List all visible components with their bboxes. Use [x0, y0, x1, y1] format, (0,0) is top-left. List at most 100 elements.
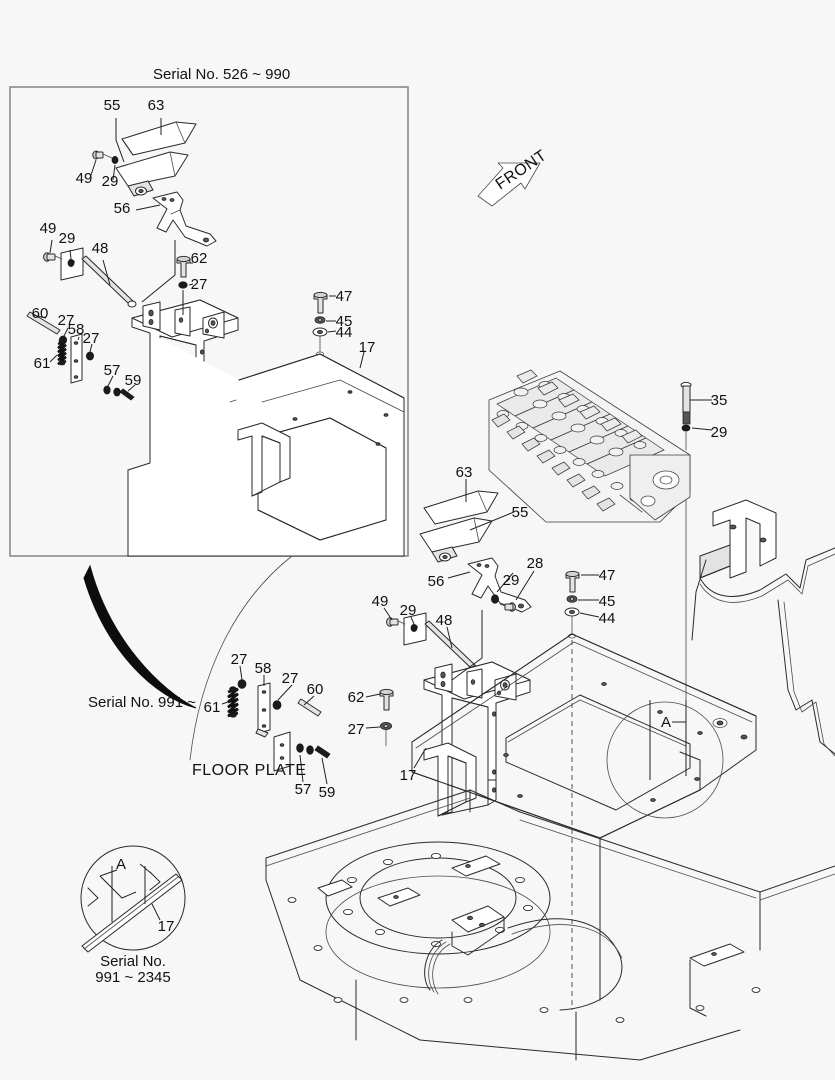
part-47-bolt	[313, 291, 328, 314]
lower-part-57-washers	[296, 743, 314, 755]
lower-linkage-group	[227, 679, 331, 772]
part-56-bracket	[152, 191, 217, 247]
part-number: 56	[114, 200, 131, 217]
part-number: 47	[599, 567, 616, 584]
lower-part-61-spring	[227, 686, 239, 718]
part-number: 57	[104, 362, 121, 379]
part-number: 27	[282, 670, 299, 687]
inset-floor-plate-17	[127, 333, 405, 557]
part-number: 55	[512, 504, 529, 521]
lower-part-60-rod	[297, 698, 322, 717]
part-58-pivot-plate	[70, 333, 83, 384]
part-number: 55	[104, 97, 121, 114]
part-number: 49	[76, 170, 93, 187]
part-29-nut-main	[681, 424, 691, 432]
part-number: 29	[711, 424, 728, 441]
part-number: 59	[125, 372, 142, 389]
part-63-pedal-pad	[121, 121, 197, 156]
detail-caption-line2: 991 ~ 2345	[95, 969, 171, 986]
detail-view-circle	[80, 845, 186, 953]
part-number: 48	[436, 612, 453, 629]
part-44-washer	[312, 327, 328, 337]
inset-leader-lines	[32, 118, 365, 392]
part-number: 58	[255, 660, 272, 677]
part-35-bolt	[680, 381, 692, 425]
detail-caption-line1: Serial No.	[100, 953, 166, 970]
main-part-44-washer	[564, 607, 580, 617]
part-29-nut-upper	[111, 155, 119, 164]
part-27-washer-b	[86, 351, 95, 361]
part-number: 63	[148, 97, 165, 114]
part-number: 29	[59, 230, 76, 247]
part-number: 59	[319, 784, 336, 801]
main-part-47-bolt	[565, 570, 580, 593]
inset-title: Serial No. 526 ~ 990	[153, 66, 290, 83]
main-floor-plate-17	[411, 633, 757, 845]
main-part-49-bolt	[386, 617, 406, 627]
part-number: 17	[359, 339, 376, 356]
part-number: 47	[336, 288, 353, 305]
part-number: 29	[400, 602, 417, 619]
lower-serial-title: Serial No. 991 ~	[88, 694, 196, 711]
part-number: 28	[527, 555, 544, 572]
right-chassis-bracket	[691, 499, 835, 757]
main-part-62-bolt	[379, 688, 394, 711]
main-pedestal	[423, 661, 531, 816]
part-49-bolt-upper	[92, 150, 113, 160]
part-number: 45	[599, 593, 616, 610]
part-number: 27	[58, 312, 75, 329]
main-part-29-nut	[490, 594, 499, 604]
part-number: 29	[503, 572, 520, 589]
part-number: 17	[400, 767, 417, 784]
main-detail-circle-A	[606, 700, 724, 819]
main-part-45-washer	[566, 595, 578, 603]
part-number: 62	[191, 250, 208, 267]
part-61-spring	[57, 338, 67, 366]
part-number: 35	[711, 392, 728, 409]
lower-part-27-washer-b	[272, 700, 282, 710]
part-number: 49	[372, 593, 389, 610]
part-number: 57	[295, 781, 312, 798]
part-number: 60	[32, 305, 49, 322]
part-29-nut-lower	[67, 258, 75, 267]
part-number: 44	[336, 324, 353, 341]
part-60-rod	[26, 311, 61, 335]
main-part-63-pedal-pad	[423, 490, 499, 525]
part-number: 27	[191, 276, 208, 293]
part-number: 29	[102, 173, 119, 190]
part-55-pedal	[115, 151, 189, 197]
part-57-washers	[103, 385, 121, 397]
lower-part-27-washer-a	[237, 679, 247, 689]
floor-plate-caption: FLOOR PLATE	[192, 762, 307, 779]
main-part-55-pedal	[419, 517, 493, 563]
detail-marker-A: A	[116, 856, 126, 873]
part-number: 45	[336, 313, 353, 330]
part-number: 27	[231, 651, 248, 668]
inset-part-numbers: 55 63 49 29 56 49 29 48 62 27 47 45 44 6…	[32, 97, 376, 389]
part-number: 27	[348, 721, 365, 738]
part-27-washer-c	[178, 281, 188, 289]
part-number: 58	[68, 321, 85, 338]
control-valve-block	[488, 369, 691, 523]
part-number: 48	[92, 240, 109, 257]
part-45-washer	[314, 316, 326, 324]
machine-chassis	[265, 789, 835, 1061]
part-number: 44	[599, 610, 616, 627]
main-leader-lines	[221, 399, 713, 785]
part-number: 62	[348, 689, 365, 706]
front-arrow: FRONT	[477, 147, 550, 207]
lower-view-boundary	[189, 555, 293, 761]
lower-part-58-pivot-plate	[255, 682, 271, 738]
main-part-27-washer	[379, 722, 392, 731]
part-number: 60	[307, 681, 324, 698]
part-59-pin	[119, 388, 135, 401]
transition-sweep	[83, 564, 197, 709]
lower-part-59-pin	[314, 745, 331, 759]
main-part-29-nut-b	[410, 624, 418, 633]
part-number: 61	[34, 355, 51, 372]
part-number: 49	[40, 220, 57, 237]
part-number: 63	[456, 464, 473, 481]
main-part-28-bolt	[499, 602, 516, 612]
